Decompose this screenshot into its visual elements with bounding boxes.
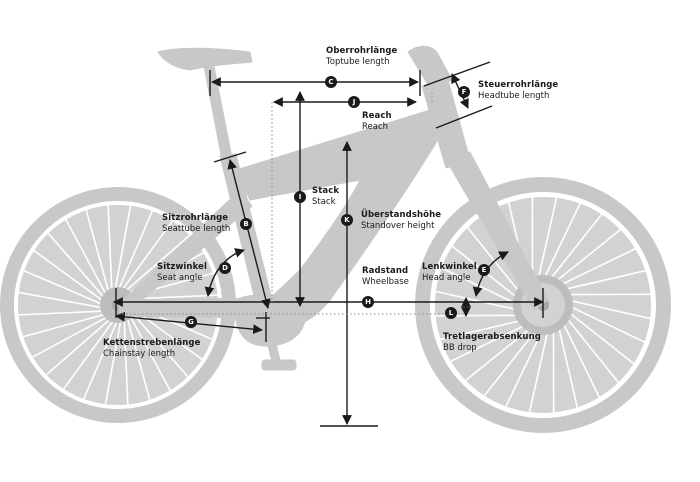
seattube-line	[227, 159, 271, 309]
badge-L: L	[445, 307, 457, 319]
badge-D: D	[219, 262, 231, 274]
badge-J: J	[348, 96, 360, 108]
badge-H: H	[362, 296, 374, 308]
saddle	[157, 47, 253, 71]
badge-I: I	[294, 191, 306, 203]
pedal	[261, 359, 297, 371]
seatpost	[203, 65, 233, 161]
reference-lines	[118, 92, 466, 315]
handlebar	[407, 45, 453, 89]
bike-silhouette	[0, 45, 671, 433]
badge-E: E	[478, 264, 490, 276]
badge-C: C	[325, 76, 337, 88]
badge-K: K	[341, 214, 353, 226]
rear-wheel	[0, 187, 236, 423]
badge-B: B	[240, 218, 252, 230]
badge-F: F	[458, 86, 470, 98]
measurement-lines	[113, 61, 544, 427]
badge-G: G	[185, 316, 197, 328]
